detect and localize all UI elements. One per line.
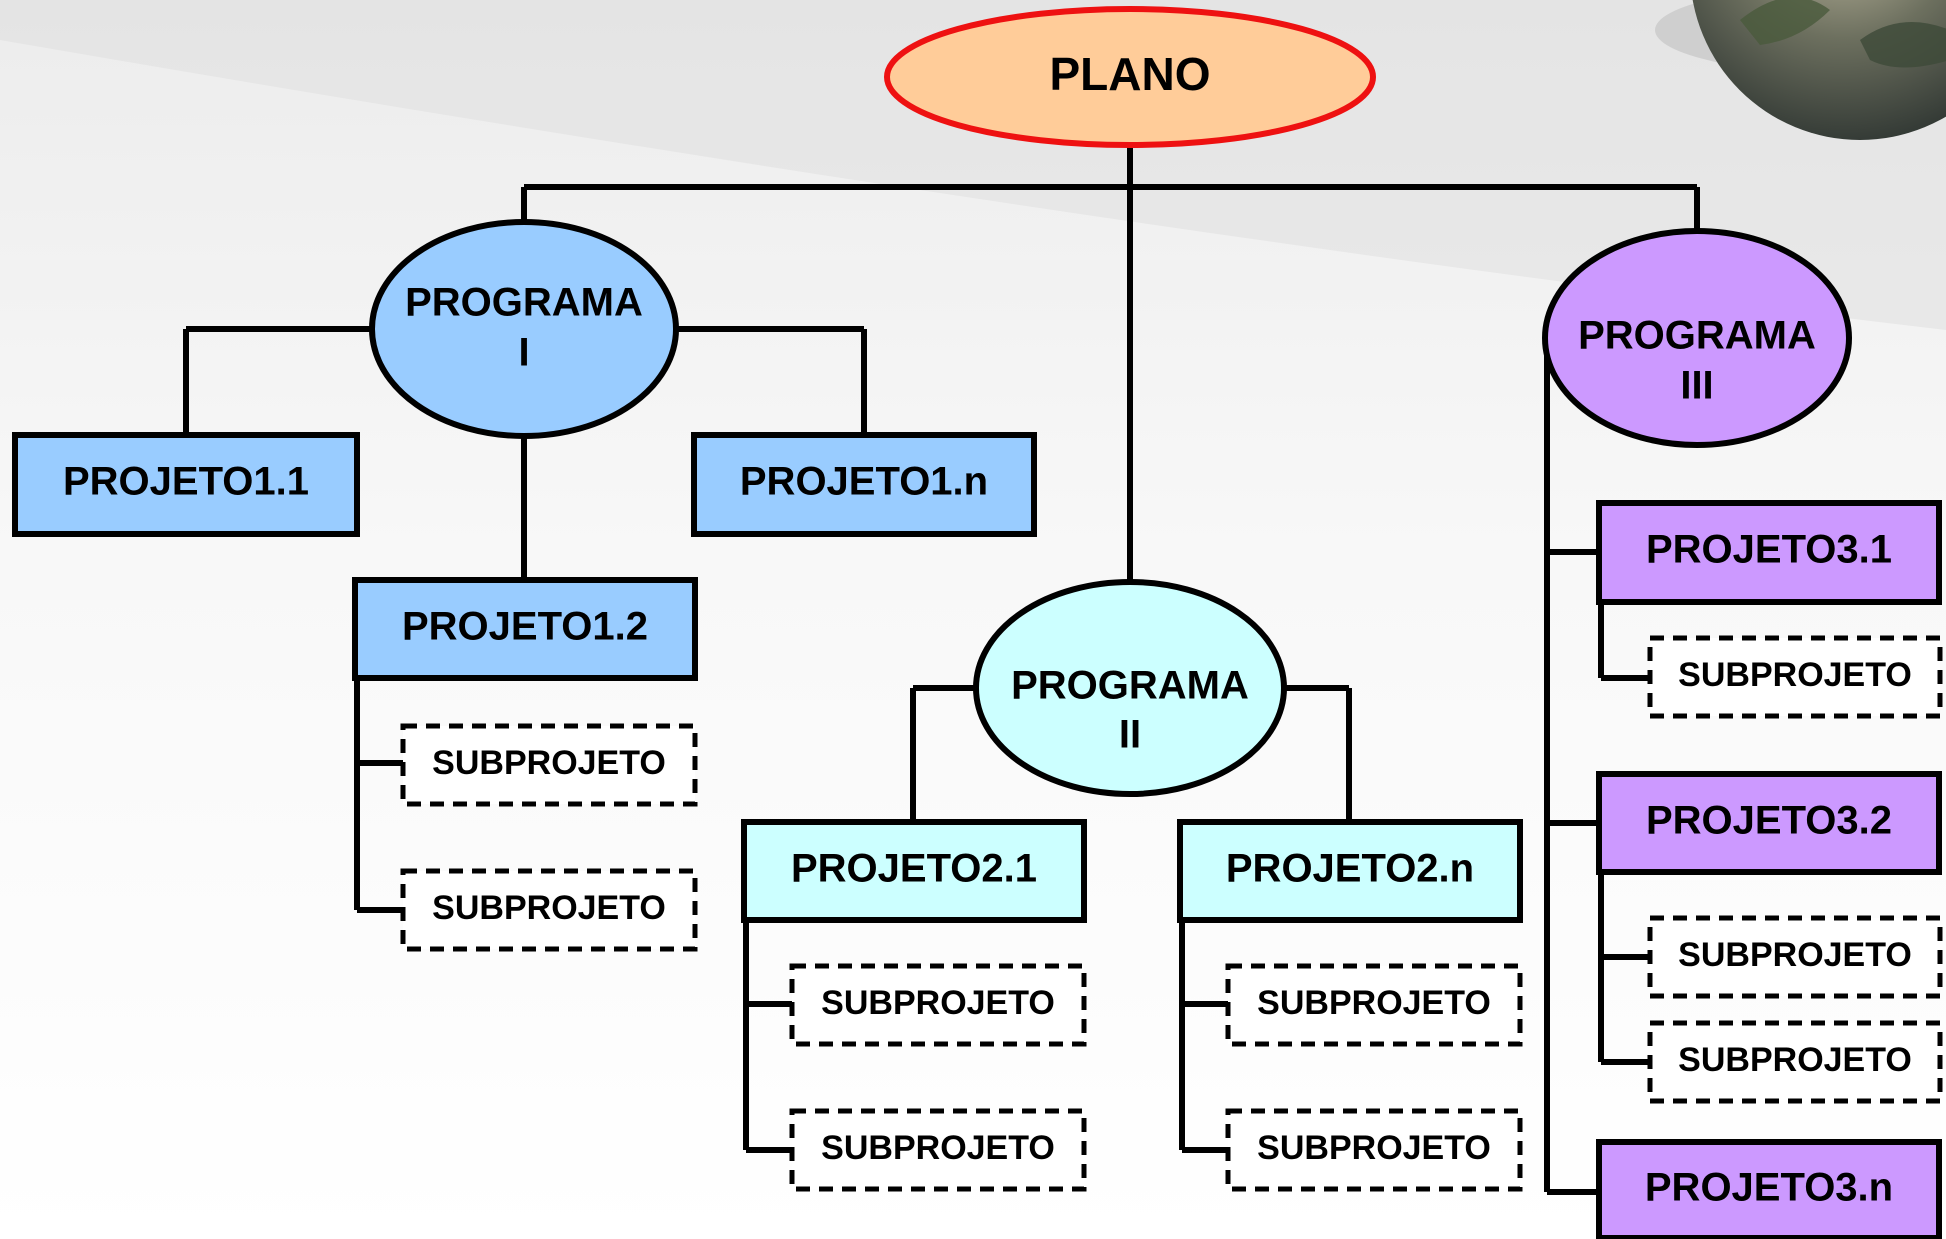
project-node-3-1: PROJETO3.1 bbox=[1596, 500, 1942, 605]
background-shade bbox=[0, 0, 1946, 330]
subproject-box bbox=[400, 868, 698, 952]
project-label: PROJETO1.n bbox=[740, 460, 988, 504]
project-node-1-2: PROJETO1.2 bbox=[352, 577, 698, 681]
subproject-label: SUBPROJETO bbox=[432, 889, 666, 927]
subproject-box bbox=[400, 723, 698, 807]
subproject-label: SUBPROJETO bbox=[432, 744, 666, 782]
root-ellipse bbox=[884, 6, 1376, 148]
program-label-line2: I bbox=[518, 331, 529, 375]
project-label: PROJETO2.n bbox=[1226, 847, 1474, 891]
subproject-nodes bbox=[400, 635, 1943, 1192]
project-label: PROJETO1.2 bbox=[402, 605, 648, 649]
project-label: PROJETO3.2 bbox=[1646, 799, 1892, 843]
program-label-line1: PROGRAMA bbox=[1578, 314, 1816, 358]
program-ellipse bbox=[369, 219, 679, 439]
project-label: PROJETO3.1 bbox=[1646, 528, 1892, 572]
subproject-label: SUBPROJETO bbox=[1678, 656, 1912, 694]
program-label-line2: II bbox=[1119, 713, 1141, 757]
root-node: PLANO bbox=[884, 6, 1376, 148]
globe-icon bbox=[1655, 0, 1946, 140]
program-node-3: PROGRAMA III bbox=[1542, 228, 1852, 448]
subproject-box bbox=[1225, 1108, 1523, 1192]
subproject-box bbox=[1647, 915, 1943, 999]
subproject-label: SUBPROJETO bbox=[821, 1129, 1055, 1167]
program-label-line1: PROGRAMA bbox=[405, 281, 643, 325]
program-ellipse bbox=[973, 579, 1287, 797]
program-label-line2: III bbox=[1680, 364, 1713, 408]
subproject-box bbox=[1647, 1020, 1943, 1104]
subproject-label: SUBPROJETO bbox=[1678, 936, 1912, 974]
subproject-box bbox=[789, 1108, 1087, 1192]
program-ellipse bbox=[1542, 228, 1852, 448]
project-label: PROJETO1.1 bbox=[63, 460, 309, 504]
subproject-label: SUBPROJETO bbox=[1257, 1129, 1491, 1167]
project-label: PROJETO2.1 bbox=[791, 847, 1037, 891]
project-node-2-n: PROJETO2.n bbox=[1177, 819, 1523, 923]
project-label: PROJETO3.n bbox=[1645, 1166, 1893, 1210]
subproject-labels: SUBPROJETO SUBPROJETO SUBPROJETO SUBPROJ… bbox=[432, 656, 1912, 1167]
subproject-box bbox=[789, 963, 1087, 1047]
subproject-label: SUBPROJETO bbox=[821, 984, 1055, 1022]
program-label-line1: PROGRAMA bbox=[1011, 664, 1249, 708]
connector-lines bbox=[183, 145, 1700, 1195]
program-node-2: PROGRAMA II bbox=[973, 579, 1287, 797]
project-node-3-n: PROJETO3.n bbox=[1596, 1139, 1942, 1239]
project-node-3-2: PROJETO3.2 bbox=[1596, 771, 1942, 875]
root-label: PLANO bbox=[1050, 48, 1211, 100]
subproject-label: SUBPROJETO bbox=[1678, 1041, 1912, 1079]
project-node-2-1: PROJETO2.1 bbox=[741, 819, 1087, 923]
program-node-1: PROGRAMA I bbox=[369, 219, 679, 439]
subproject-box bbox=[1225, 963, 1523, 1047]
project-node-1-n: PROJETO1.n bbox=[691, 432, 1037, 537]
project-node-1-1: PROJETO1.1 bbox=[12, 432, 360, 537]
subproject-box bbox=[1647, 635, 1943, 719]
subproject-label: SUBPROJETO bbox=[1257, 984, 1491, 1022]
